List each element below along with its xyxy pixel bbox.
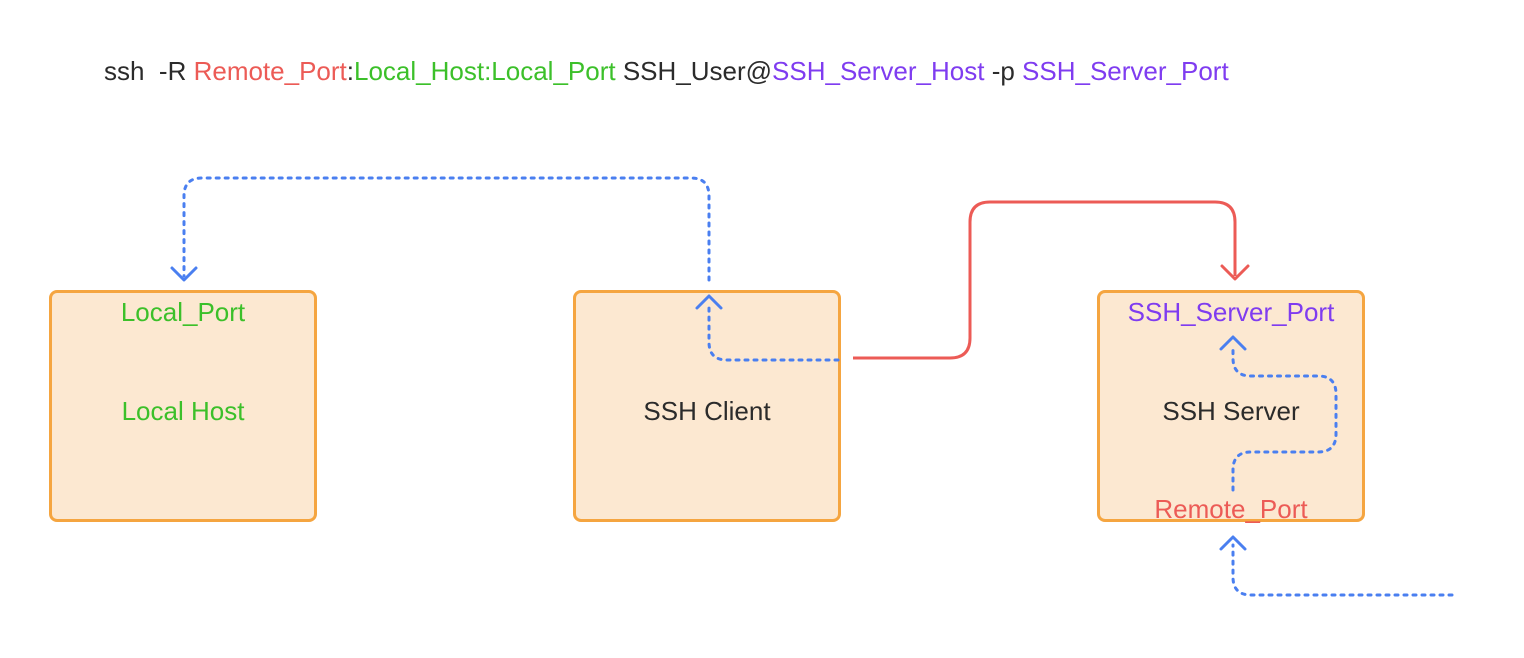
ssh-tunnel-arrowhead	[1220, 264, 1250, 281]
ssh-command: ssh -R Remote_Port:Local_Host:Local_Port…	[104, 54, 1229, 88]
local-host-node: Local_Port Local Host	[49, 290, 317, 522]
ssh-client-name: SSH Client	[643, 396, 771, 426]
cmd-p-flag: -p	[984, 56, 1023, 86]
cmd-colon: :	[346, 56, 354, 86]
ssh-server-node: SSH_Server_Port SSH Server Remote_Port	[1097, 290, 1365, 524]
external-to-remote-connector	[1231, 543, 1454, 597]
local-host-name: Local Host	[121, 396, 245, 426]
ssh-server-name: SSH Server	[1162, 396, 1300, 426]
cmd-ssh-server-host: SSH_Server_Host	[772, 56, 985, 86]
local-port-arrowhead	[170, 266, 198, 282]
ssh-server-port-label: SSH_Server_Port	[1127, 297, 1335, 327]
ssh-client-node: SSH Client	[573, 290, 841, 522]
cmd-ssh-user: SSH_User@	[615, 56, 773, 86]
local-port-label: Local_Port	[120, 297, 246, 327]
cmd-local-host-port: Local_Host:Local_Port	[354, 56, 616, 86]
remote-port-label: Remote_Port	[1154, 494, 1308, 524]
cmd-remote-port: Remote_Port	[193, 56, 347, 86]
remote-port-arrowhead	[1219, 535, 1247, 551]
cmd-prefix: ssh -R	[104, 56, 194, 86]
cmd-ssh-server-port: SSH_Server_Port	[1022, 56, 1229, 86]
